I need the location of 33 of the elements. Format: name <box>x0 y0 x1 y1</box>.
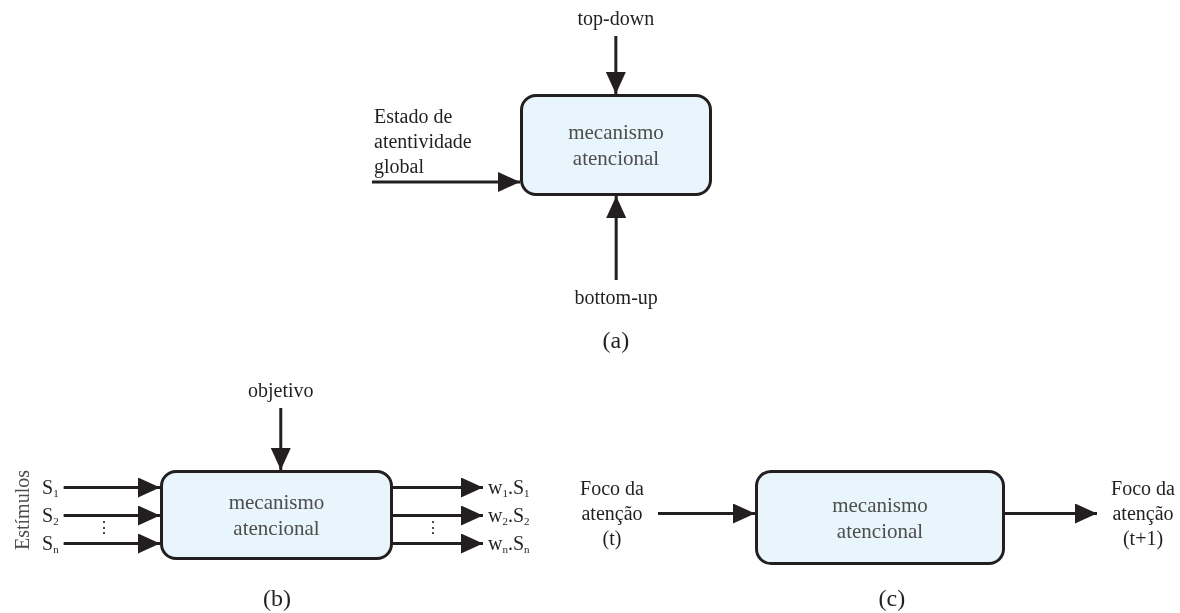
group-label: Estímulos <box>10 470 34 550</box>
arrow <box>1005 503 1097 524</box>
input-label: S$_{2}$ <box>42 503 59 528</box>
output-label: w$_{n}$.S$_{n}$ <box>488 531 530 556</box>
arrow <box>658 503 755 524</box>
input-label: bottom-up <box>574 285 658 310</box>
input-label: top-down <box>577 6 655 31</box>
process-box: mecanismo atencional <box>520 94 712 196</box>
panel-label: (a) <box>602 326 630 354</box>
arrow <box>393 505 483 526</box>
arrow <box>63 477 160 498</box>
output-label: w$_{2}$.S$_{2}$ <box>488 503 530 528</box>
ellipsis-mark: ⋮ <box>425 518 441 538</box>
process-box: mecanismo atencional <box>755 470 1005 565</box>
arrow <box>606 196 627 280</box>
input-label: objetivo <box>248 378 314 403</box>
arrow <box>393 477 483 498</box>
panel-label: (c) <box>878 584 906 612</box>
arrow <box>270 408 291 470</box>
arrow <box>63 505 160 526</box>
input-label: Foco da atenção (t) <box>571 476 653 551</box>
input-label: S$_{n}$ <box>42 531 59 556</box>
input-label: Estado de atentividade global <box>374 104 496 179</box>
ellipsis-mark: ⋮ <box>96 518 112 538</box>
output-label: Foco da atenção (t+1) <box>1102 476 1180 551</box>
output-label: w$_{1}$.S$_{1}$ <box>488 475 530 500</box>
panel-label: (b) <box>263 584 291 612</box>
input-label: S$_{1}$ <box>42 475 59 500</box>
arrow <box>63 533 160 554</box>
arrow <box>605 36 626 94</box>
arrow <box>372 172 520 192</box>
arrow <box>393 533 483 554</box>
process-box: mecanismo atencional <box>160 470 393 560</box>
